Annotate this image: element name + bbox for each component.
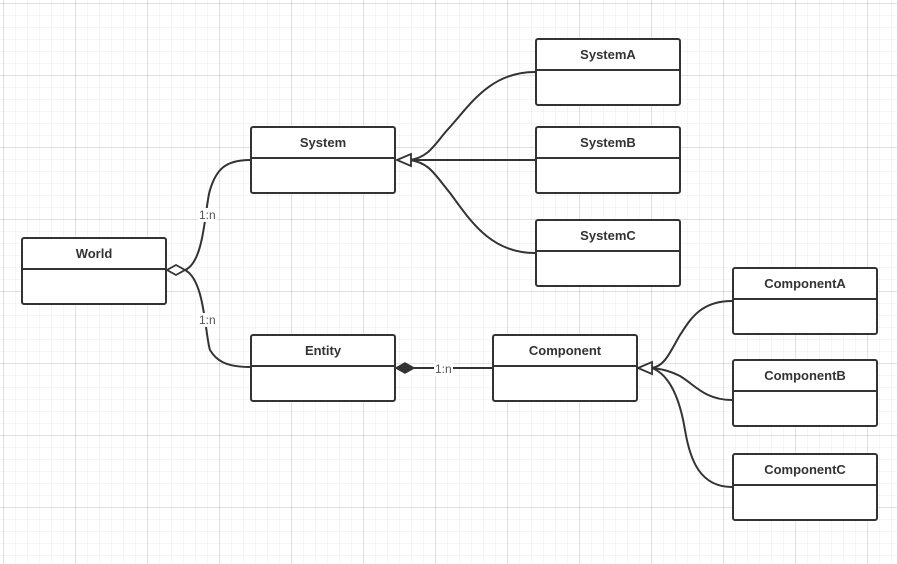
componentc-generalization-connector[interactable] <box>651 367 733 488</box>
generalization-triangle-icon <box>394 152 412 168</box>
class-systemc-body <box>537 252 679 285</box>
class-systemc-name: SystemC <box>537 221 679 252</box>
class-componenta-body <box>734 300 876 333</box>
class-system-name: System <box>252 128 394 159</box>
class-world-name: World <box>23 239 165 270</box>
componentb-generalization-connector[interactable] <box>651 367 733 401</box>
class-componentc-name: ComponentC <box>734 455 876 486</box>
class-systemb-name: SystemB <box>537 128 679 159</box>
world-system-multiplicity-label: 1:n <box>198 208 217 222</box>
componenta-generalization-connector[interactable] <box>651 300 733 369</box>
generalization-triangle-icon <box>635 360 653 376</box>
class-systemb-body <box>537 159 679 192</box>
class-system[interactable]: System <box>250 126 396 194</box>
class-componentb[interactable]: ComponentB <box>732 359 878 427</box>
systema-generalization-connector[interactable] <box>409 71 536 161</box>
world-system-connector[interactable] <box>184 159 251 271</box>
class-component-body <box>494 367 636 400</box>
composition-diamond-icon <box>394 362 416 374</box>
class-entity-body <box>252 367 394 400</box>
class-componentb-name: ComponentB <box>734 361 876 392</box>
world-entity-multiplicity-label: 1:n <box>198 313 217 327</box>
world-entity-connector[interactable] <box>184 269 251 368</box>
class-systema-body <box>537 71 679 104</box>
aggregation-diamond-icon <box>165 263 187 277</box>
class-systema[interactable]: SystemA <box>535 38 681 106</box>
class-componenta-name: ComponentA <box>734 269 876 300</box>
class-component[interactable]: Component <box>492 334 638 402</box>
class-componentc-body <box>734 486 876 519</box>
class-component-name: Component <box>494 336 636 367</box>
class-entity-name: Entity <box>252 336 394 367</box>
class-componenta[interactable]: ComponentA <box>732 267 878 335</box>
class-systema-name: SystemA <box>537 40 679 71</box>
class-systemc[interactable]: SystemC <box>535 219 681 287</box>
class-system-body <box>252 159 394 192</box>
class-entity[interactable]: Entity <box>250 334 396 402</box>
class-systemb[interactable]: SystemB <box>535 126 681 194</box>
class-componentc[interactable]: ComponentC <box>732 453 878 521</box>
class-componentb-body <box>734 392 876 425</box>
systemc-generalization-connector[interactable] <box>409 159 536 254</box>
entity-component-multiplicity-label: 1:n <box>434 362 453 376</box>
class-world-body <box>23 270 165 303</box>
class-world[interactable]: World <box>21 237 167 305</box>
